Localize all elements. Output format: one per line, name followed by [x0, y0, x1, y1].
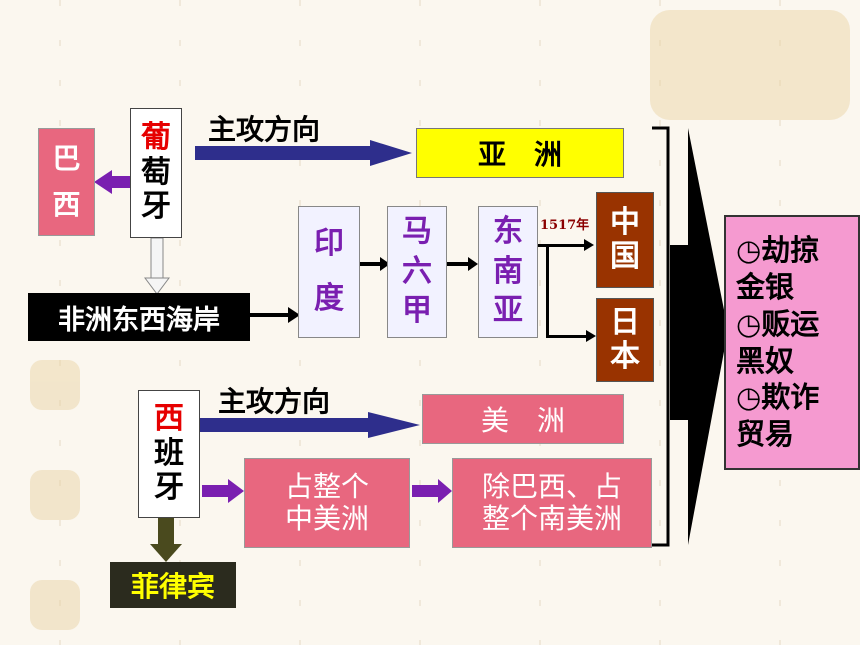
arrow-portugal-asia — [195, 140, 412, 166]
spain-char-3: 牙 — [154, 470, 184, 506]
spain-box: 西 班 牙 — [138, 390, 200, 518]
india-char-1: 印 — [314, 226, 344, 262]
year-label: 1517年 — [540, 218, 590, 233]
malacca-box: 马 六 甲 — [387, 206, 447, 338]
japan-char-1: 日 — [610, 304, 640, 340]
arrow-portugal-africa — [144, 237, 170, 295]
bracket — [652, 126, 670, 547]
south-america-box: 除巴西、占 整个南美洲 — [452, 458, 652, 548]
malacca-char-3: 甲 — [402, 293, 432, 329]
result-line-6: 贸易 — [736, 417, 795, 452]
portugal-char-2: 萄 — [141, 154, 171, 190]
arrow-spain-philippines — [150, 518, 182, 562]
result-line-2: 金银 — [736, 269, 795, 304]
central-line-2: 中美洲 — [284, 502, 369, 535]
seasia-char-3: 亚 — [493, 293, 523, 329]
south-line-2: 整个南美洲 — [481, 502, 622, 535]
arrow-central-south — [412, 479, 452, 503]
japan-char-2: 本 — [610, 339, 640, 374]
arrow-spain-americas — [200, 412, 420, 438]
brazil-char-2: 西 — [52, 188, 81, 221]
seasia-char-1: 东 — [493, 214, 523, 250]
india-char-2: 度 — [314, 281, 344, 317]
arrow-spain-central — [202, 479, 244, 503]
malacca-char-2: 六 — [402, 253, 432, 289]
portugal-char-3: 牙 — [141, 189, 171, 225]
arrow-africa-india — [248, 307, 300, 323]
spain-char-2: 班 — [154, 435, 184, 471]
japan-box: 日 本 — [596, 298, 654, 382]
arrow-india-malacca — [360, 257, 390, 271]
americas-box: 美 洲 — [422, 394, 624, 444]
asia-box: 亚 洲 — [416, 128, 624, 178]
results-box: ◷劫掠 金银 ◷贩运 黑奴 ◷欺诈 贸易 — [724, 215, 860, 470]
main-direction-label-es: 主攻方向 — [218, 385, 331, 418]
portugal-box: 葡 萄 牙 — [130, 108, 182, 238]
china-char-2: 国 — [610, 239, 640, 274]
main-direction-label-pt: 主攻方向 — [208, 113, 321, 146]
arrow-portugal-brazil — [94, 170, 132, 194]
spain-char-1: 西 — [154, 401, 184, 437]
central-line-1: 占整个 — [284, 469, 369, 503]
china-char-1: 中 — [610, 204, 640, 240]
seasia-char-2: 南 — [493, 253, 523, 289]
india-box: 印 度 — [298, 206, 360, 338]
africa-coast-box: 非洲东西海岸 — [28, 293, 250, 341]
china-box: 中 国 — [596, 192, 654, 288]
malacca-char-1: 马 — [402, 214, 432, 250]
central-america-box: 占整个 中美洲 — [244, 458, 410, 548]
south-line-1: 除巴西、占 — [481, 469, 622, 503]
portugal-char-1: 葡 — [141, 120, 171, 156]
result-line-1: ◷劫掠 — [736, 233, 820, 268]
result-line-3: ◷贩运 — [736, 306, 820, 341]
brazil-box: 巴 西 — [38, 128, 95, 236]
southeast-asia-box: 东 南 亚 — [478, 206, 538, 338]
brazil-char-1: 巴 — [52, 141, 81, 175]
big-result-arrow — [670, 128, 728, 545]
philippines-box: 菲律宾 — [110, 562, 236, 608]
result-line-5: ◷欺诈 — [736, 380, 820, 415]
arrow-seasia-china-japan — [538, 239, 596, 342]
result-line-4: 黑奴 — [736, 343, 795, 378]
arrow-malacca-seasia — [446, 257, 478, 271]
